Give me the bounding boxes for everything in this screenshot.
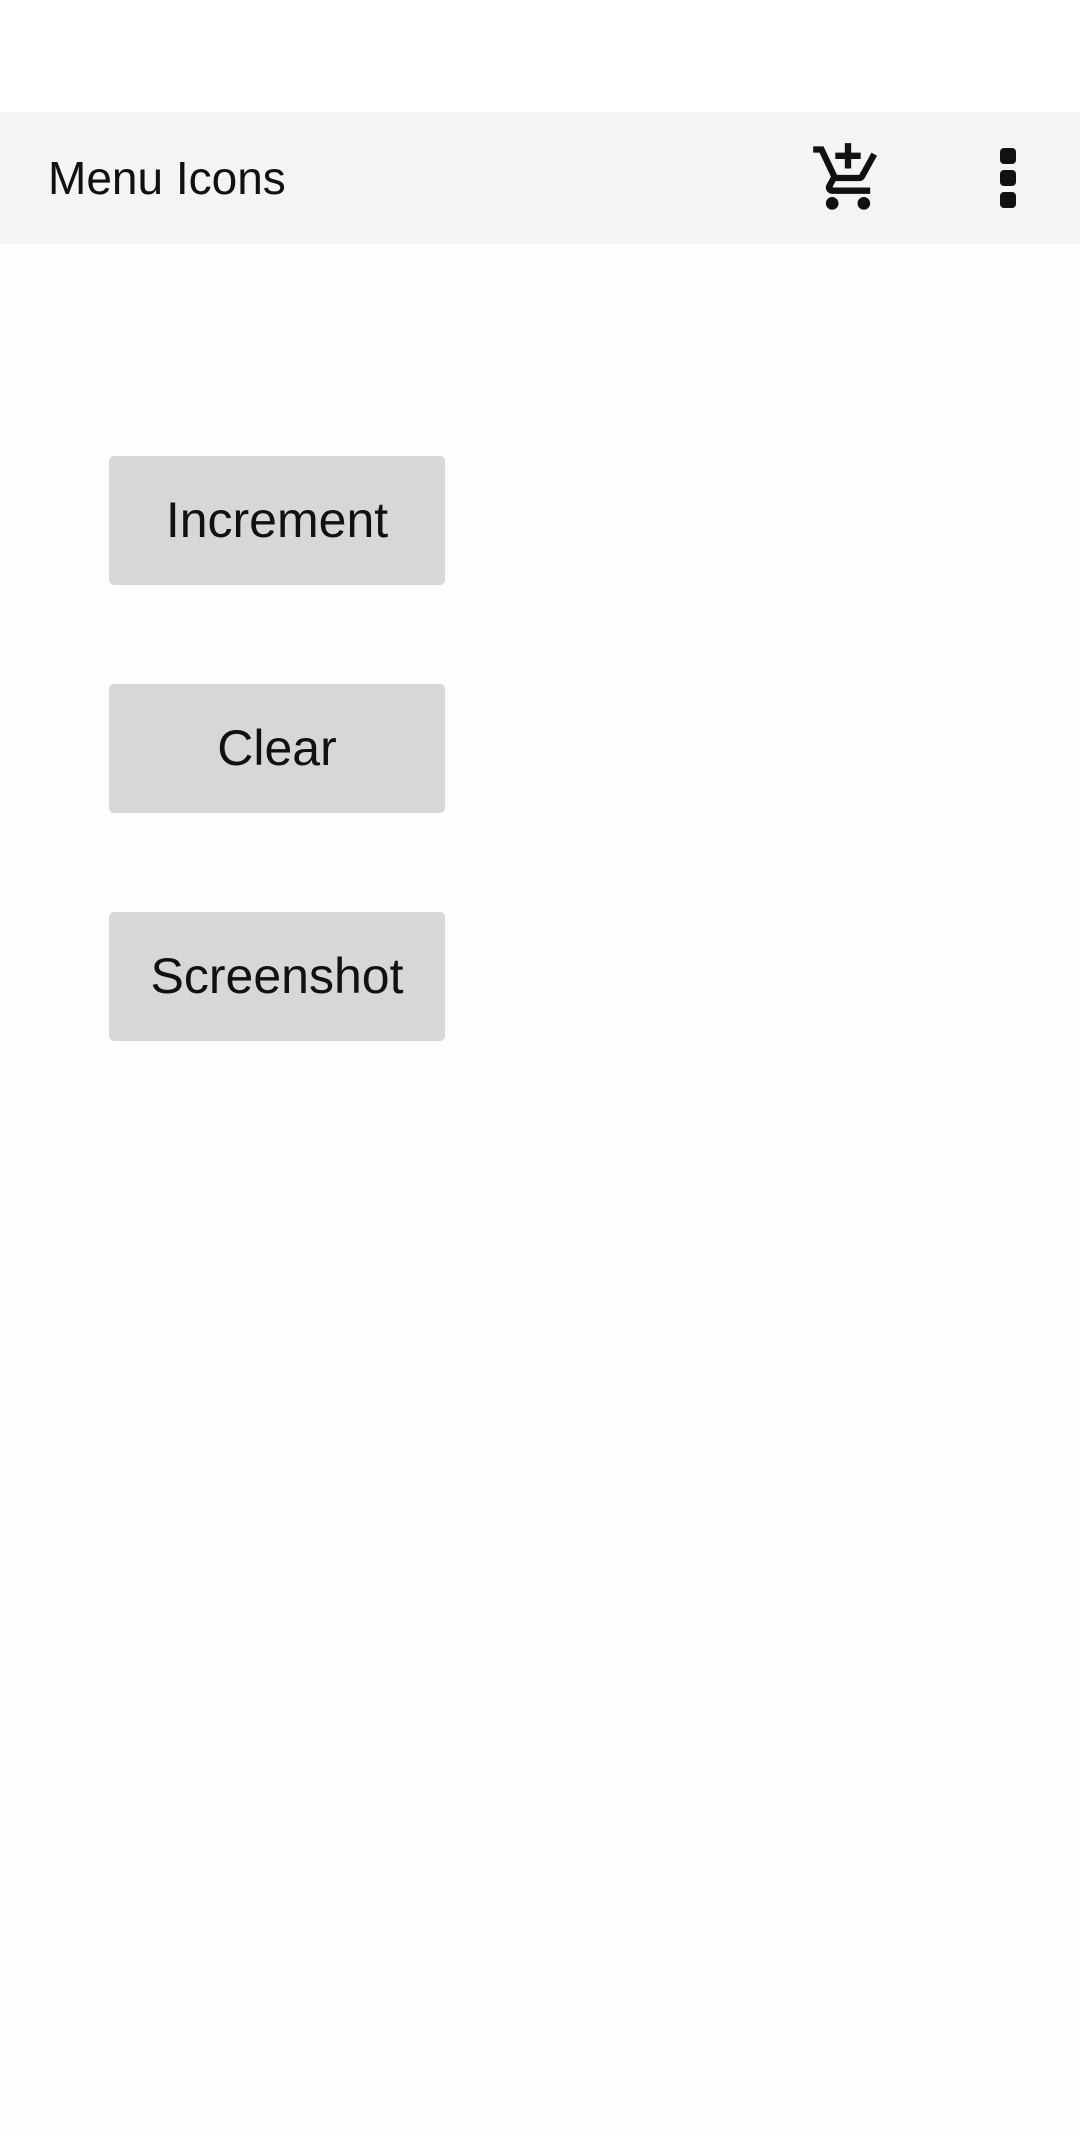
- increment-button[interactable]: Increment: [109, 456, 445, 585]
- more-vert-icon: [1000, 148, 1016, 208]
- app-title: Menu Icons: [48, 152, 286, 204]
- add-shopping-cart-icon: [813, 143, 878, 210]
- status-bar: [0, 0, 1080, 112]
- clear-button[interactable]: Clear: [109, 684, 445, 813]
- app-bar: Menu Icons: [0, 112, 1080, 244]
- screenshot-button[interactable]: Screenshot: [109, 912, 445, 1041]
- content-area: Increment Clear Screenshot: [0, 244, 1080, 2136]
- add-to-cart-button[interactable]: [800, 130, 896, 226]
- overflow-menu-button[interactable]: [960, 130, 1056, 226]
